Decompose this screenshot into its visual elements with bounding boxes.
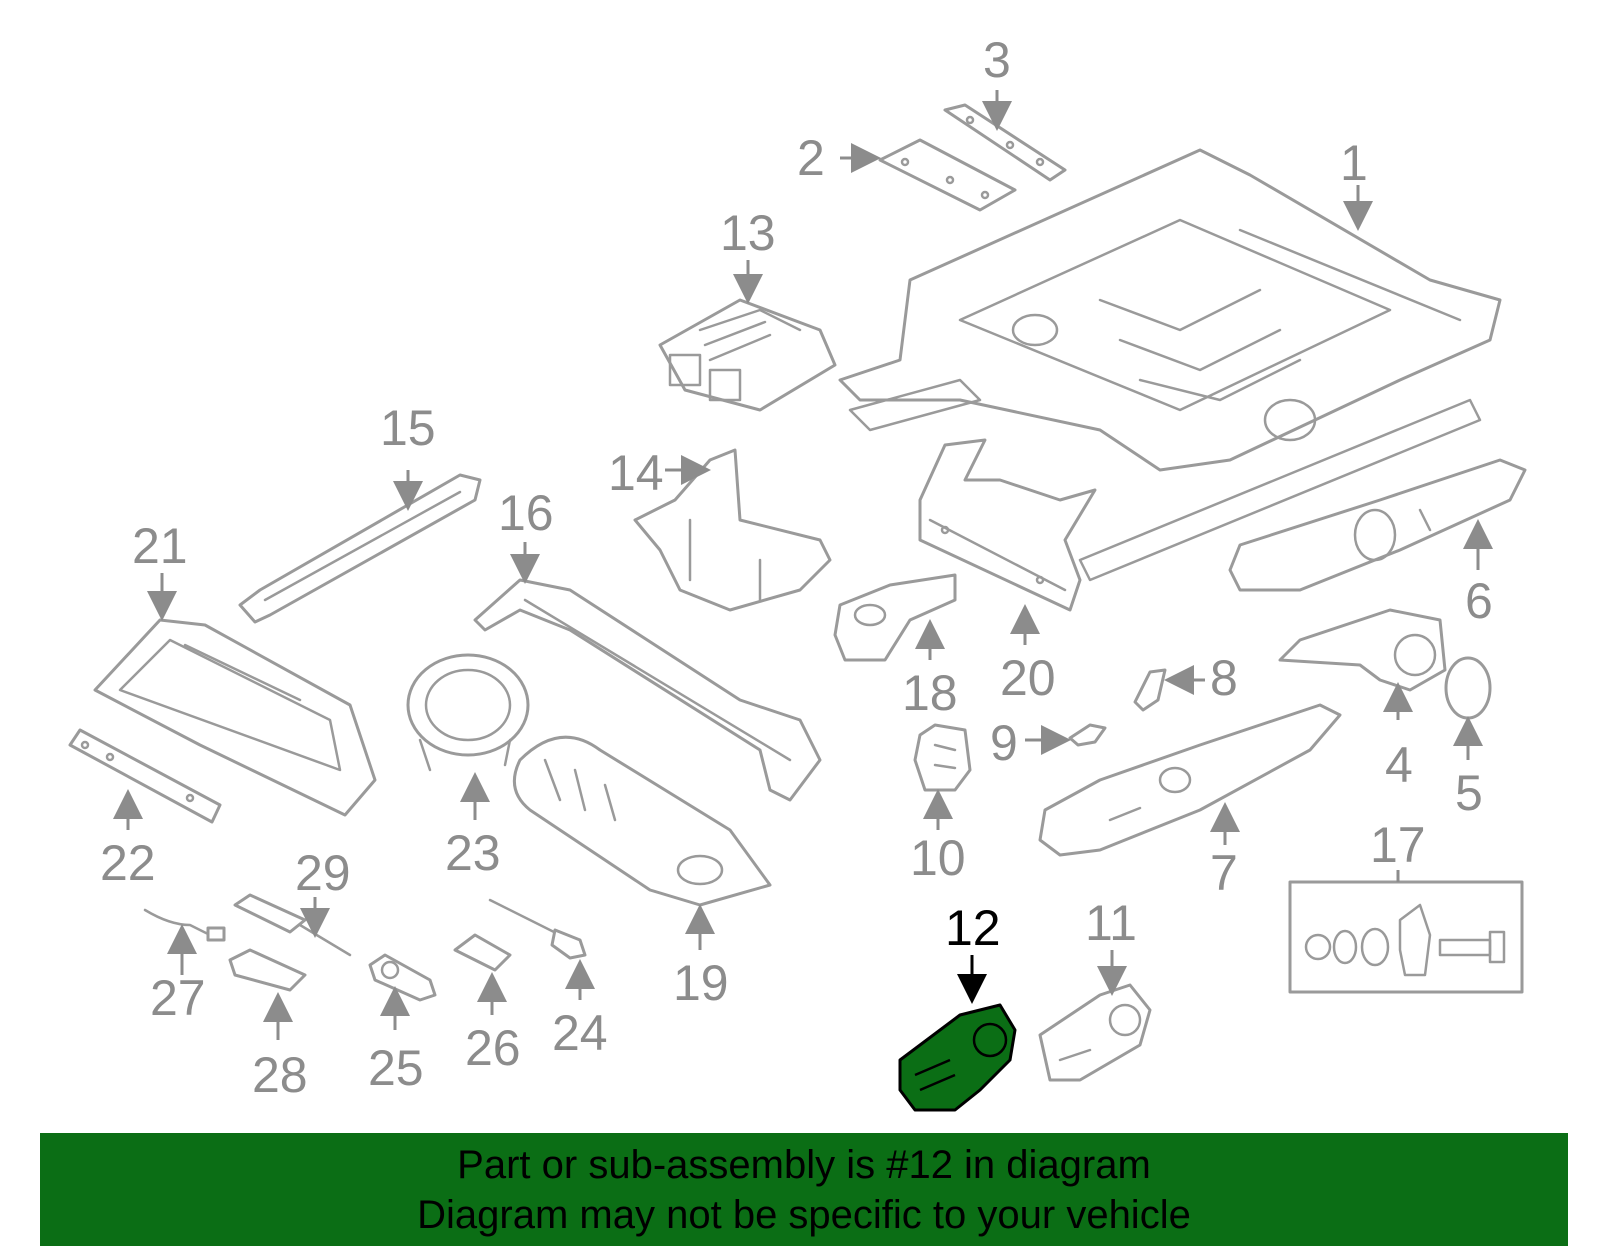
info-banner: Part or sub-assembly is #12 in diagram D… [40,1133,1568,1246]
callout-15: 15 [380,400,436,456]
callout-4: 4 [1385,737,1413,793]
callout-26: 26 [465,1020,521,1076]
part-19-cylinder [512,735,772,907]
part-1-seat-frame [838,148,1502,582]
part-20-bracket [918,438,1097,612]
callout-28: 28 [252,1047,308,1103]
parts-diagram: 1 2 3 4 5 6 7 8 9 10 11 12 13 14 15 16 1… [68,32,1527,1112]
callout-11: 11 [1085,895,1137,951]
callout-22: 22 [100,835,156,891]
part-13-control-module [658,298,837,412]
callout-20: 20 [1000,650,1056,706]
part-7-side-trim [1038,703,1342,857]
callout-27: 27 [150,970,206,1026]
part-2-plate [878,138,1017,212]
part-11-motor [1038,983,1152,1082]
callout-24: 24 [552,1005,608,1061]
callout-7: 7 [1210,845,1238,901]
part-27-harness [143,908,226,942]
callout-29: 29 [295,845,351,901]
part-14-bracket [633,448,832,612]
part-21-panel [93,618,377,817]
callout-14: 14 [608,445,664,501]
callout-8: 8 [1210,650,1238,706]
part-28-block [228,948,307,992]
callout-9: 9 [990,715,1018,771]
callout-21: 21 [132,518,188,574]
part-9-clip [1068,723,1107,747]
callout-17: 17 [1370,817,1426,873]
callout-19: 19 [673,955,729,1011]
part-16-frame-bar [473,578,822,802]
part-29-sensor [233,893,352,957]
callout-18: 18 [902,665,958,721]
part-12-gear-motor-highlighted [898,1003,1017,1112]
banner-line-2: Diagram may not be specific to your vehi… [417,1192,1191,1237]
part-5-ring [1444,656,1492,720]
callout-12: 12 [945,900,1001,956]
part-18-cover [833,573,957,662]
part-24-cable [488,898,587,960]
callout-10: 10 [910,830,966,886]
banner-line-1: Part or sub-assembly is #12 in diagram [457,1142,1151,1187]
part-17-hardware-kit [1288,880,1524,994]
part-25-connector [368,953,437,1002]
part-4-cover [1278,608,1447,692]
part-6-side-cover [1228,458,1527,592]
part-22-strip [68,728,222,824]
callout-16: 16 [498,485,554,541]
part-3-strip [943,103,1067,182]
callout-6: 6 [1465,573,1493,629]
callout-23: 23 [445,825,501,881]
part-26-clip [453,933,512,972]
part-23-ring [406,653,530,772]
callout-2: 2 [797,130,825,186]
callout-3: 3 [983,32,1011,88]
part-8-clip [1133,668,1167,712]
callout-25: 25 [368,1040,424,1096]
part-15-rail [238,473,482,624]
part-10-latch [913,723,972,792]
callout-5: 5 [1455,765,1483,821]
callout-1: 1 [1340,135,1368,191]
callout-13: 13 [720,205,776,261]
